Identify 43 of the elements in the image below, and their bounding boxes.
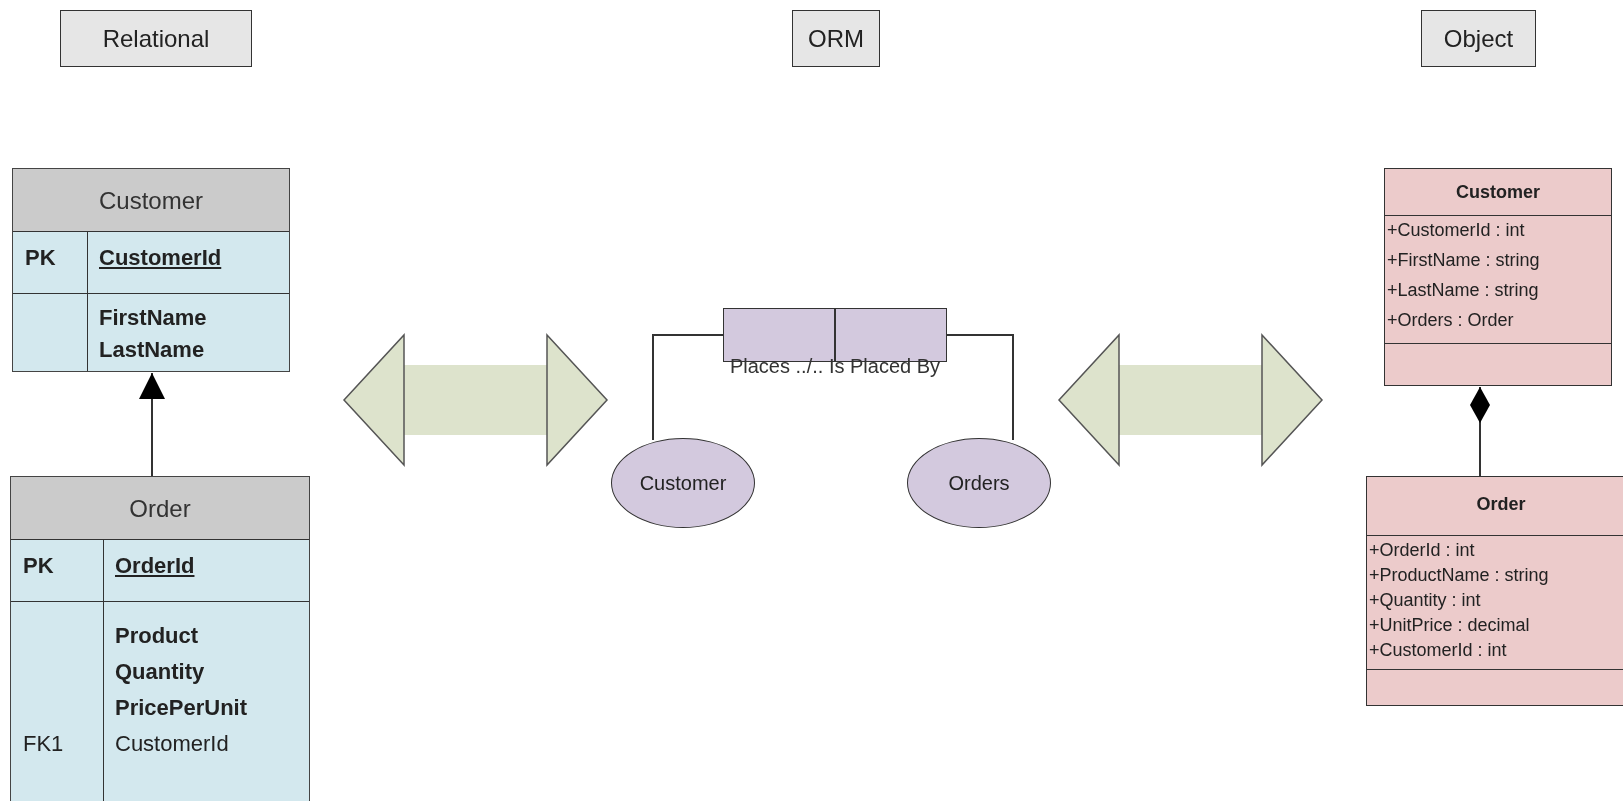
connector-line [946, 334, 1014, 441]
entity-name: Orders [948, 471, 1010, 495]
heading-box [792, 10, 880, 67]
connector-line [652, 334, 724, 441]
table-title: Order [129, 497, 191, 521]
column-name: CustomerId [99, 247, 222, 269]
attribute-text: +CustomerId : int [1369, 641, 1507, 659]
key-label: PK [23, 555, 54, 577]
key-label: PK [25, 247, 56, 269]
attribute-text: +OrderId : int [1369, 541, 1475, 559]
column-name: OrderId [115, 555, 195, 577]
heading-box [60, 10, 252, 67]
column-name: LastName [99, 339, 205, 361]
class-name: Customer [1456, 183, 1540, 201]
class-box [1366, 476, 1623, 706]
composition-line [1470, 386, 1490, 477]
column-name: PricePerUnit [115, 697, 248, 719]
double-arrow [1058, 334, 1323, 466]
column-name: CustomerId [115, 733, 229, 755]
heading-text: ORM [808, 24, 864, 53]
heading-text: Relational [102, 24, 210, 53]
attribute-text: +Orders : Order [1387, 311, 1514, 329]
column-name: Product [115, 625, 199, 647]
entity-name: Customer [639, 471, 727, 495]
table-title: Customer [99, 189, 203, 213]
attribute-text: +FirstName : string [1387, 251, 1540, 269]
class-name: Order [1476, 495, 1526, 513]
attribute-text: +UnitPrice : decimal [1369, 616, 1530, 634]
heading-text: Object [1443, 24, 1514, 53]
attribute-text: +CustomerId : int [1387, 221, 1525, 239]
heading-box [1421, 10, 1536, 67]
column-name: FirstName [99, 307, 207, 329]
attribute-text: +ProductName : string [1369, 566, 1549, 584]
key-label: FK1 [23, 733, 64, 755]
arrow [139, 372, 165, 477]
entity-table [10, 476, 310, 801]
reading-label: Places ../.. Is Placed By [729, 356, 941, 376]
double-arrow [343, 334, 608, 466]
attribute-text: +LastName : string [1387, 281, 1539, 299]
class-box [1384, 168, 1612, 386]
column-name: Quantity [115, 661, 205, 683]
entity-table [12, 168, 290, 372]
attribute-text: +Quantity : int [1369, 591, 1481, 609]
